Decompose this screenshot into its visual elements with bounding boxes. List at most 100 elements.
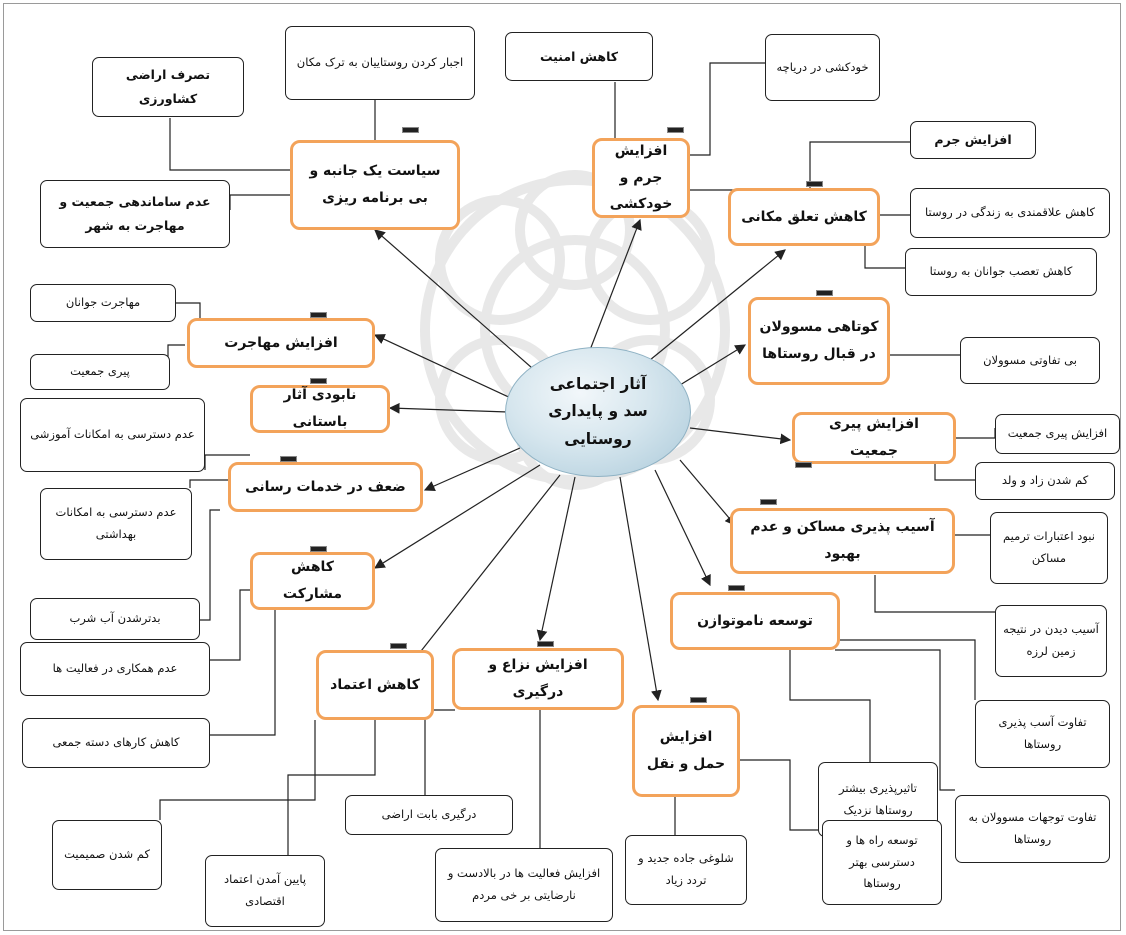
leaf-intimacy-decrease[interactable]: کم شدن صمیمیت [52,820,162,890]
wire-unequal-attndiff [835,649,955,791]
node-unequal-development[interactable]: توسعه ناموتوازن [670,592,840,650]
wire-unequal-vulndiff [840,639,976,700]
leaf-label: شلوغی جاده جدید و تردد زیاد [638,851,734,887]
node-housing-vulnerability[interactable]: آسیب پذیری مساکن و عدم بهبود [730,508,955,574]
leaf-attention-difference[interactable]: تفاوت توجهات مسوولان به روستاها [955,795,1110,863]
leaf-label: کاهش تعصب جوانان به روستا [929,264,1073,279]
wire-housing-quake [874,575,995,613]
collapse-button[interactable] [537,641,554,647]
leaf-label: آسیب دیدن در نتیجه زمین لرزه [1003,622,1099,658]
node-service-weakness[interactable]: ضعف در خدمات رسانی [228,462,423,512]
collapse-button[interactable] [390,643,407,649]
node-label: کاهش اعتماد [330,676,420,693]
node-label: سیاست یک جانبه و بی برنامه ریزی [309,163,441,206]
leaf-road-development[interactable]: توسعه راه ها و دسترسی بهتر روستاها [822,820,942,905]
wire-services-edu [204,454,250,470]
leaf-label: پایین آمدن اعتماد اقتصادی [223,872,307,908]
node-migration-increase[interactable]: افزایش مهاجرت [187,318,375,368]
node-transport-increase[interactable]: افزایش حمل و نقل [632,705,740,797]
leaf-group-work-decrease[interactable]: کاهش کارهای دسته جمعی [22,718,210,768]
node-label: افزایش مهاجرت [224,334,338,351]
collapse-button[interactable] [310,546,327,552]
leaf-upstream-activity[interactable]: افزایش فعالیت ها در بالادست و نارضایتی ب… [435,848,613,922]
node-label: افزایش پیری جمعیت [829,416,919,459]
leaf-vulnerability-difference[interactable]: تفاوت آسب پذیری روستاها [975,700,1110,768]
collapse-button[interactable] [690,697,707,703]
wire-participation-group [210,610,276,736]
leaf-population-disorganization[interactable]: عدم ساماندهی جمعیت و مهاجرت به شهر [40,180,230,248]
leaf-officials-indifference[interactable]: بی تفاوتی مسوولان [960,337,1100,384]
node-heritage-destruction[interactable]: نابودی آثار باستانی [250,385,390,433]
wire-policy-seize [169,118,290,171]
leaf-label: پیری جمعیت [70,364,130,379]
leaf-youth-prejudice[interactable]: کاهش تعصب جوانان به روستا [905,248,1097,296]
leaf-health-access[interactable]: عدم دسترسی به امکانات بهداشتی [40,488,192,560]
wire-policy-disorg [229,194,290,210]
collapse-button[interactable] [280,456,297,462]
leaf-label: تفاوت آسب پذیری روستاها [998,715,1087,751]
node-label: توسعه ناموتوازن [697,612,813,629]
leaf-housing-credit[interactable]: نبود اعتبارات ترمیم مساکن [990,512,1108,584]
wire-trust-intimacy [159,720,316,820]
leaf-label: کاهش کارهای دسته جمعی [52,735,180,750]
node-officials-neglect[interactable]: کوتاهی مسوولان در قبال روستاها [748,297,890,385]
leaf-label: خودکشی در دریاچه [776,59,869,74]
leaf-road-traffic[interactable]: شلوغی جاده جدید و تردد زیاد [625,835,747,905]
leaf-label: تصرف اراضی کشاورزی [125,67,211,106]
wire-aging-popaging [955,428,996,439]
collapse-button[interactable] [402,127,419,133]
collapse-button[interactable] [760,499,777,505]
node-participation-decrease[interactable]: کاهش مشارکت [250,552,375,610]
leaf-label: عدم دسترسی به امکانات بهداشتی [55,505,177,541]
leaf-crime-increase[interactable]: افزایش جرم [910,121,1036,159]
collapse-button[interactable] [667,127,684,133]
node-unilateral-policy[interactable]: سیاست یک جانبه و بی برنامه ریزی [290,140,460,230]
node-label: افزایش حمل و نقل [646,729,726,772]
arrow-unequal [654,469,711,587]
wire-services-water [200,509,220,621]
leaf-security-decrease[interactable]: کاهش امنیت [505,32,653,81]
leaf-label: بی تفاوتی مسوولان [983,352,1077,367]
leaf-drinking-water[interactable]: بدترشدن آب شرب [30,598,200,640]
collapse-button[interactable] [806,181,823,187]
collapse-button[interactable] [795,462,812,468]
node-label: نابودی آثار باستانی [283,387,357,430]
leaf-label: نبود اعتبارات ترمیم مساکن [1003,529,1095,565]
leaf-force-relocation[interactable]: اجبار کردن روستاییان به ترک مکان [285,26,475,100]
arrow-officials [679,344,747,386]
leaf-aged-population[interactable]: پیری جمعیت [30,354,170,390]
leaf-youth-migration[interactable]: مهاجرت جوانان [30,284,176,322]
leaf-label: عدم ساماندهی جمعیت و مهاجرت به شهر [59,194,211,233]
leaf-economic-trust[interactable]: پایین آمدن اعتماد اقتصادی [205,855,325,927]
collapse-button[interactable] [310,312,327,318]
central-topic[interactable]: آثار اجتماعی سد و پایداری روستایی [505,347,691,477]
leaf-cooperation-lack[interactable]: عدم همکاری در فعالیت ها [20,642,210,696]
leaf-population-aging[interactable]: افزایش پیری جمعیت [995,414,1120,454]
leaf-earthquake-damage[interactable]: آسیب دیدن در نتیجه زمین لرزه [995,605,1107,677]
node-trust-decrease[interactable]: کاهش اعتماد [316,650,434,720]
node-population-aging[interactable]: افزایش پیری جمعیت [792,412,956,464]
leaf-label: تاثیرپذیری بیشتر روستاها نزدیک [839,780,917,817]
wire-unequal-nearby [789,650,871,762]
leaf-seize-farmland[interactable]: تصرف اراضی کشاورزی [92,57,244,117]
node-label: کاهش تعلق مکانی [741,208,867,225]
leaf-label: اجبار کردن روستاییان به ترک مکان [296,55,464,70]
leaf-village-life-interest[interactable]: کاهش علاقمندی به زندگی در روستا [910,188,1110,238]
node-conflict-increase[interactable]: افزایش نزاع و درگیری [452,648,624,710]
leaf-label: کاهش علاقمندی به زندگی در روستا [925,205,1095,220]
collapse-button[interactable] [816,290,833,296]
leaf-birth-decline[interactable]: کم شدن زاد و ولد [975,462,1115,500]
arrow-participation [373,464,541,569]
arrow-crime [589,218,642,351]
arrow-services [423,447,521,492]
node-crime-suicide[interactable]: افزایش جرم و خودکشی [592,138,690,218]
collapse-button[interactable] [310,378,327,384]
leaf-lake-suicide[interactable]: خودکشی در دریاچه [765,34,880,101]
node-place-attachment[interactable]: کاهش تعلق مکانی [728,188,880,246]
leaf-education-access[interactable]: عدم دسترسی به امکانات آموزشی [20,398,205,472]
arrow-housing [679,459,736,526]
collapse-button[interactable] [728,585,745,591]
wire-trust-economic [287,720,376,855]
central-title-line2: سد و پایداری [548,402,648,421]
leaf-land-dispute[interactable]: درگیری بابت اراضی [345,795,513,835]
